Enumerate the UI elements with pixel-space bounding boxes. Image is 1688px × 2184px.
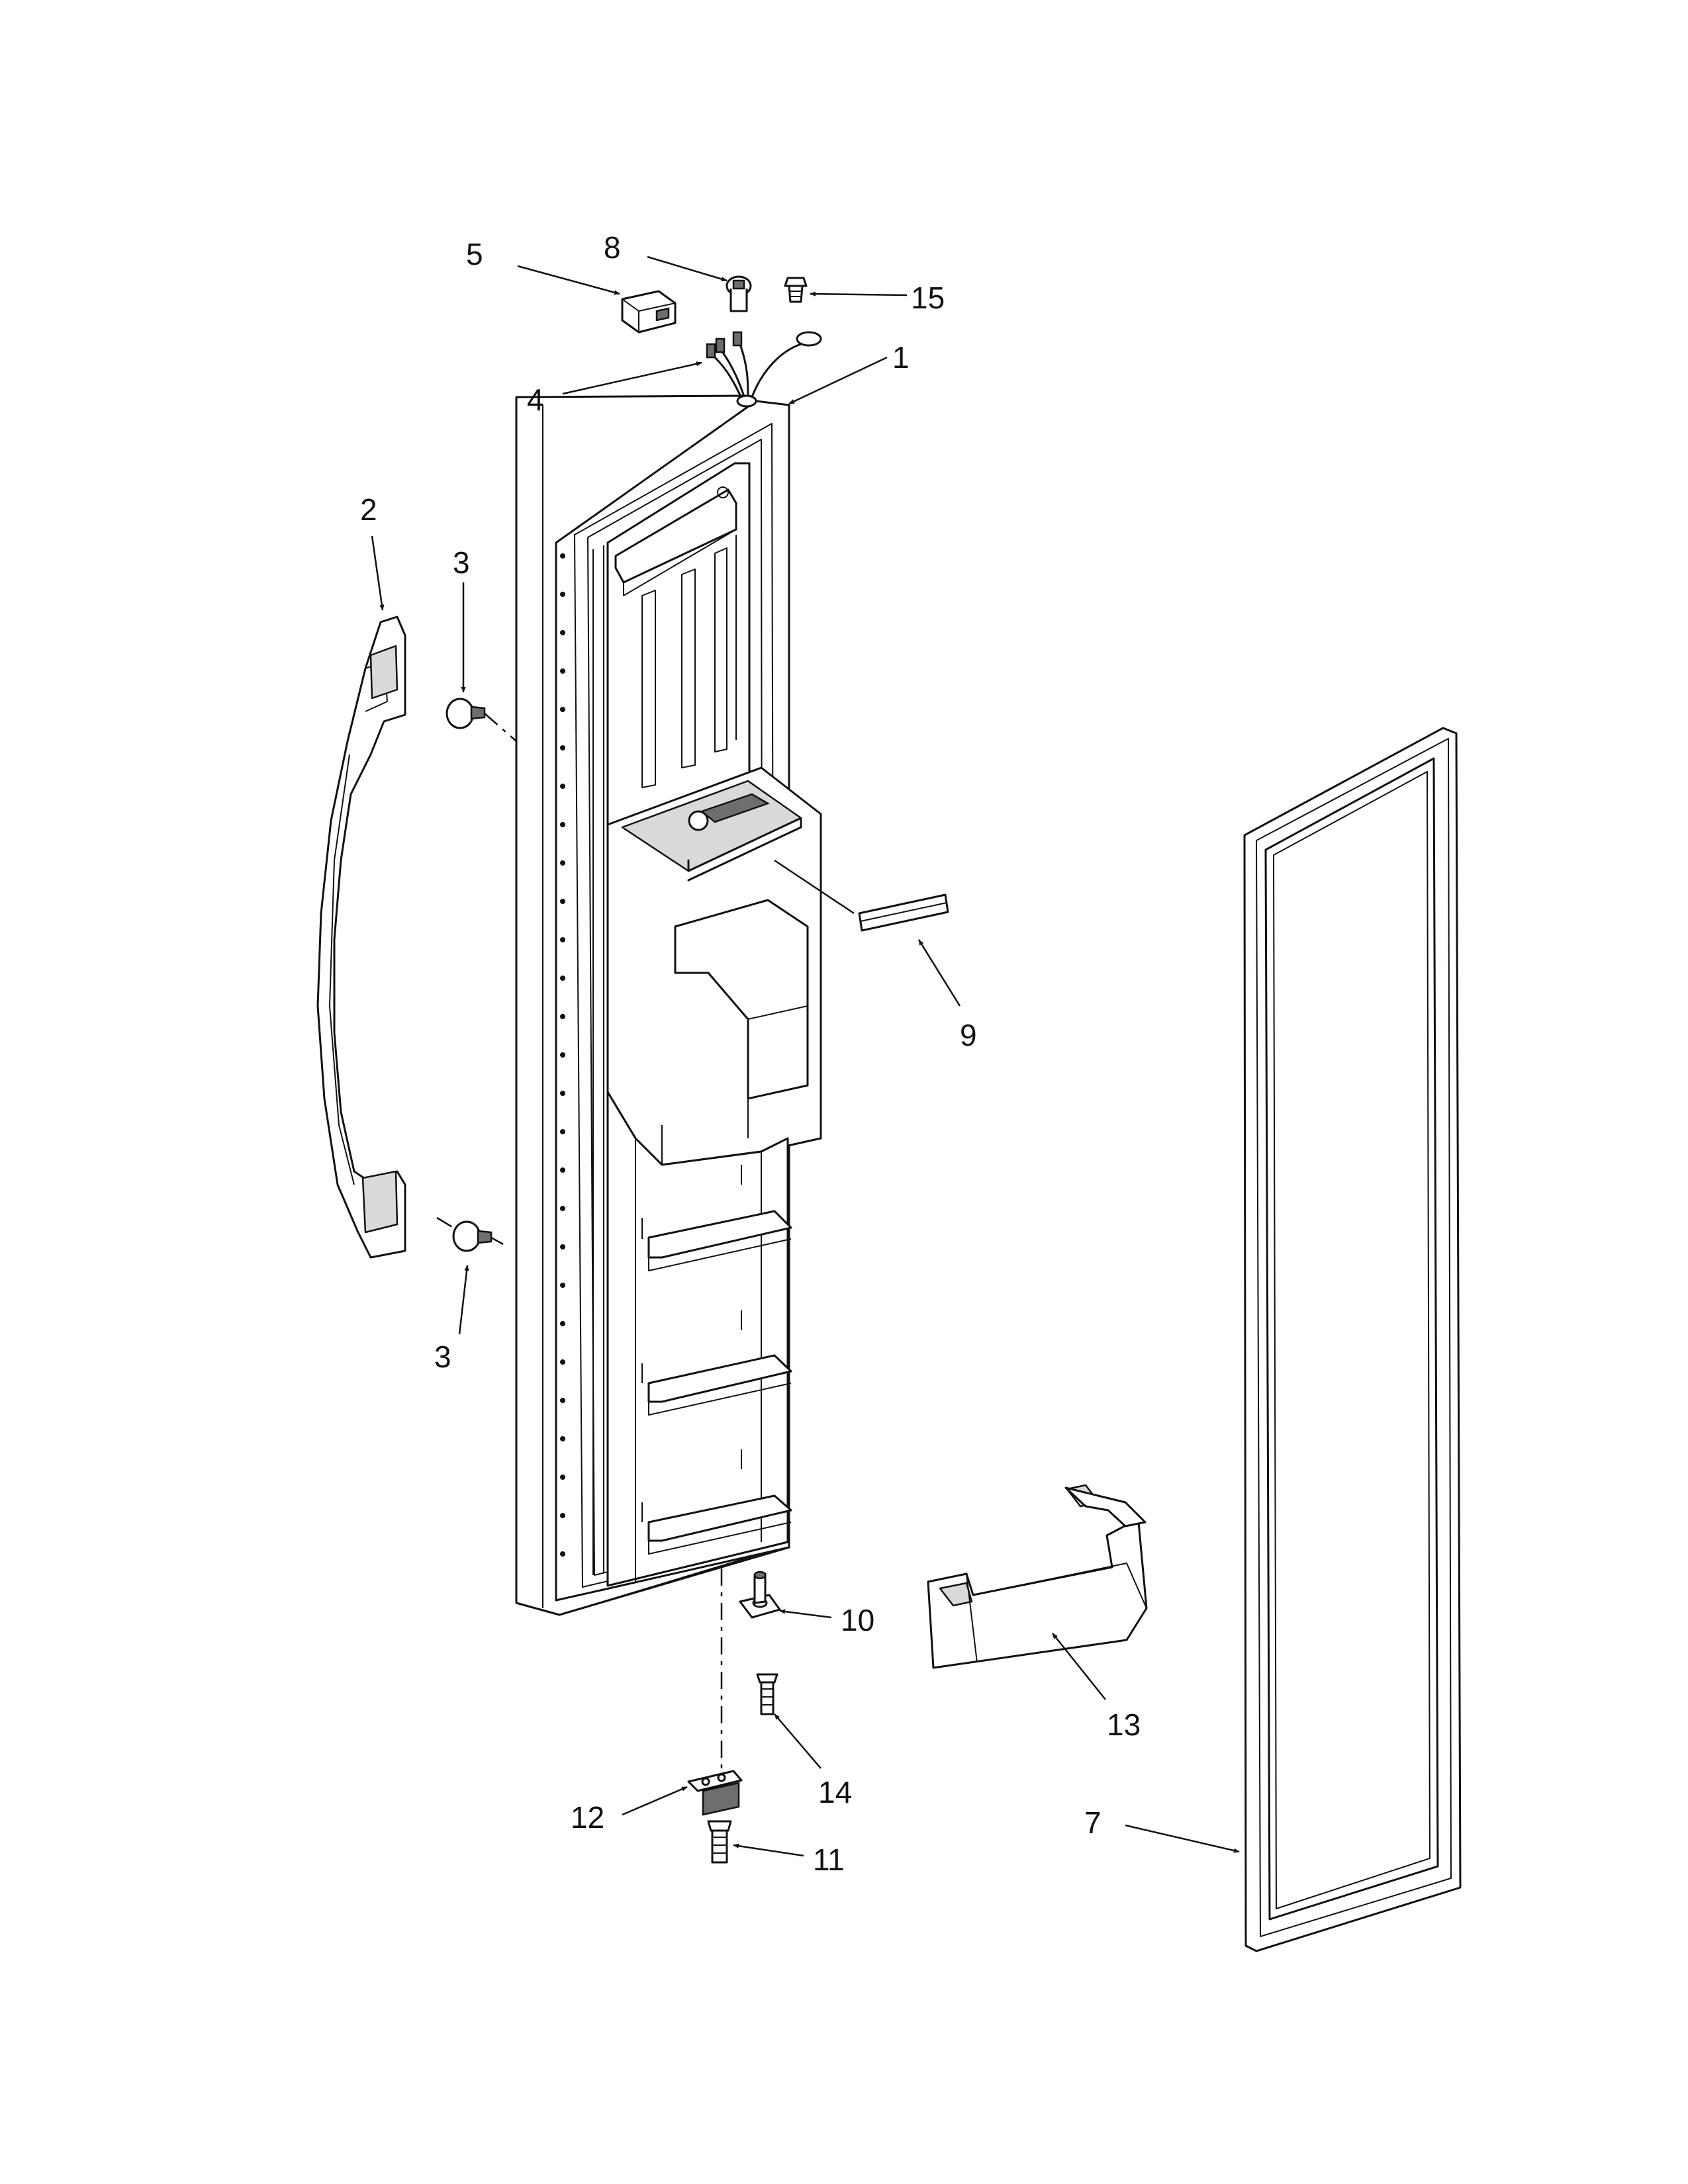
callout-4: 4 [527,383,544,417]
rail-rivet [560,976,565,981]
door-gasket [1243,727,1462,1952]
door-bin [927,1484,1148,1669]
rail-rivet [560,1129,565,1134]
handle-screw-upper [445,698,517,742]
rail-rivet [560,553,565,559]
light-switch [726,275,752,312]
leader-lines [371,255,1240,1857]
rail-rivet [560,1475,565,1480]
callout-13: 13 [1107,1707,1141,1742]
rail-rivet [560,1244,565,1250]
dispenser-housing [606,766,822,1166]
door-liner-lower [606,1091,792,1587]
rail-rivet [560,668,565,674]
lower-hinge-bracket [687,1569,743,1816]
rail-rivet [560,1091,565,1096]
rail-rivet [560,630,565,635]
callout-14: 14 [818,1775,852,1809]
rail-rivet [560,1321,565,1326]
callout-3-upper: 3 [453,545,470,580]
rail-rivet [560,937,565,942]
rail-rivet [560,899,565,904]
hinge-screw [756,1673,778,1715]
callout-15: 15 [911,281,945,315]
callout-3-lower: 3 [434,1340,451,1374]
door-handle [316,615,406,1259]
ground-screw [784,277,808,303]
rail-rivet [560,1052,565,1058]
callout-labels: 1 2 3 3 4 5 7 8 9 10 11 12 13 14 15 [360,230,1141,1877]
connector-block [621,290,677,334]
rail-rivet [560,1167,565,1173]
rail-rivet [560,860,565,866]
rail-rivet [560,822,565,827]
rail-rivet [560,707,565,712]
wire-harness [706,331,822,408]
callout-5: 5 [466,237,483,271]
callout-8: 8 [604,230,621,265]
rail-rivet [560,1398,565,1403]
callout-7: 7 [1084,1805,1102,1840]
callout-10: 10 [841,1603,874,1637]
rail-rivet [560,745,565,751]
rail-rivet [560,1206,565,1211]
dispenser-trim-strip [774,859,949,932]
callout-9: 9 [960,1018,977,1052]
rail-rivet [560,1359,565,1365]
bracket-screw [707,1820,732,1864]
rail-rivet [560,592,565,597]
rail-rivet [560,1513,565,1518]
rail-rivet [560,784,565,789]
callout-11: 11 [813,1843,845,1877]
callout-2: 2 [360,492,377,527]
door-rail-rivets [560,553,565,1557]
callout-1: 1 [892,340,910,375]
rail-rivet [560,1551,565,1557]
door-liner [606,462,751,826]
lower-hinge-pin [739,1570,781,1619]
rail-rivet [560,1436,565,1441]
handle-screw-lower [436,1216,504,1252]
callout-12: 12 [571,1800,604,1835]
rail-rivet [560,1014,565,1019]
rail-rivet [560,1283,565,1288]
